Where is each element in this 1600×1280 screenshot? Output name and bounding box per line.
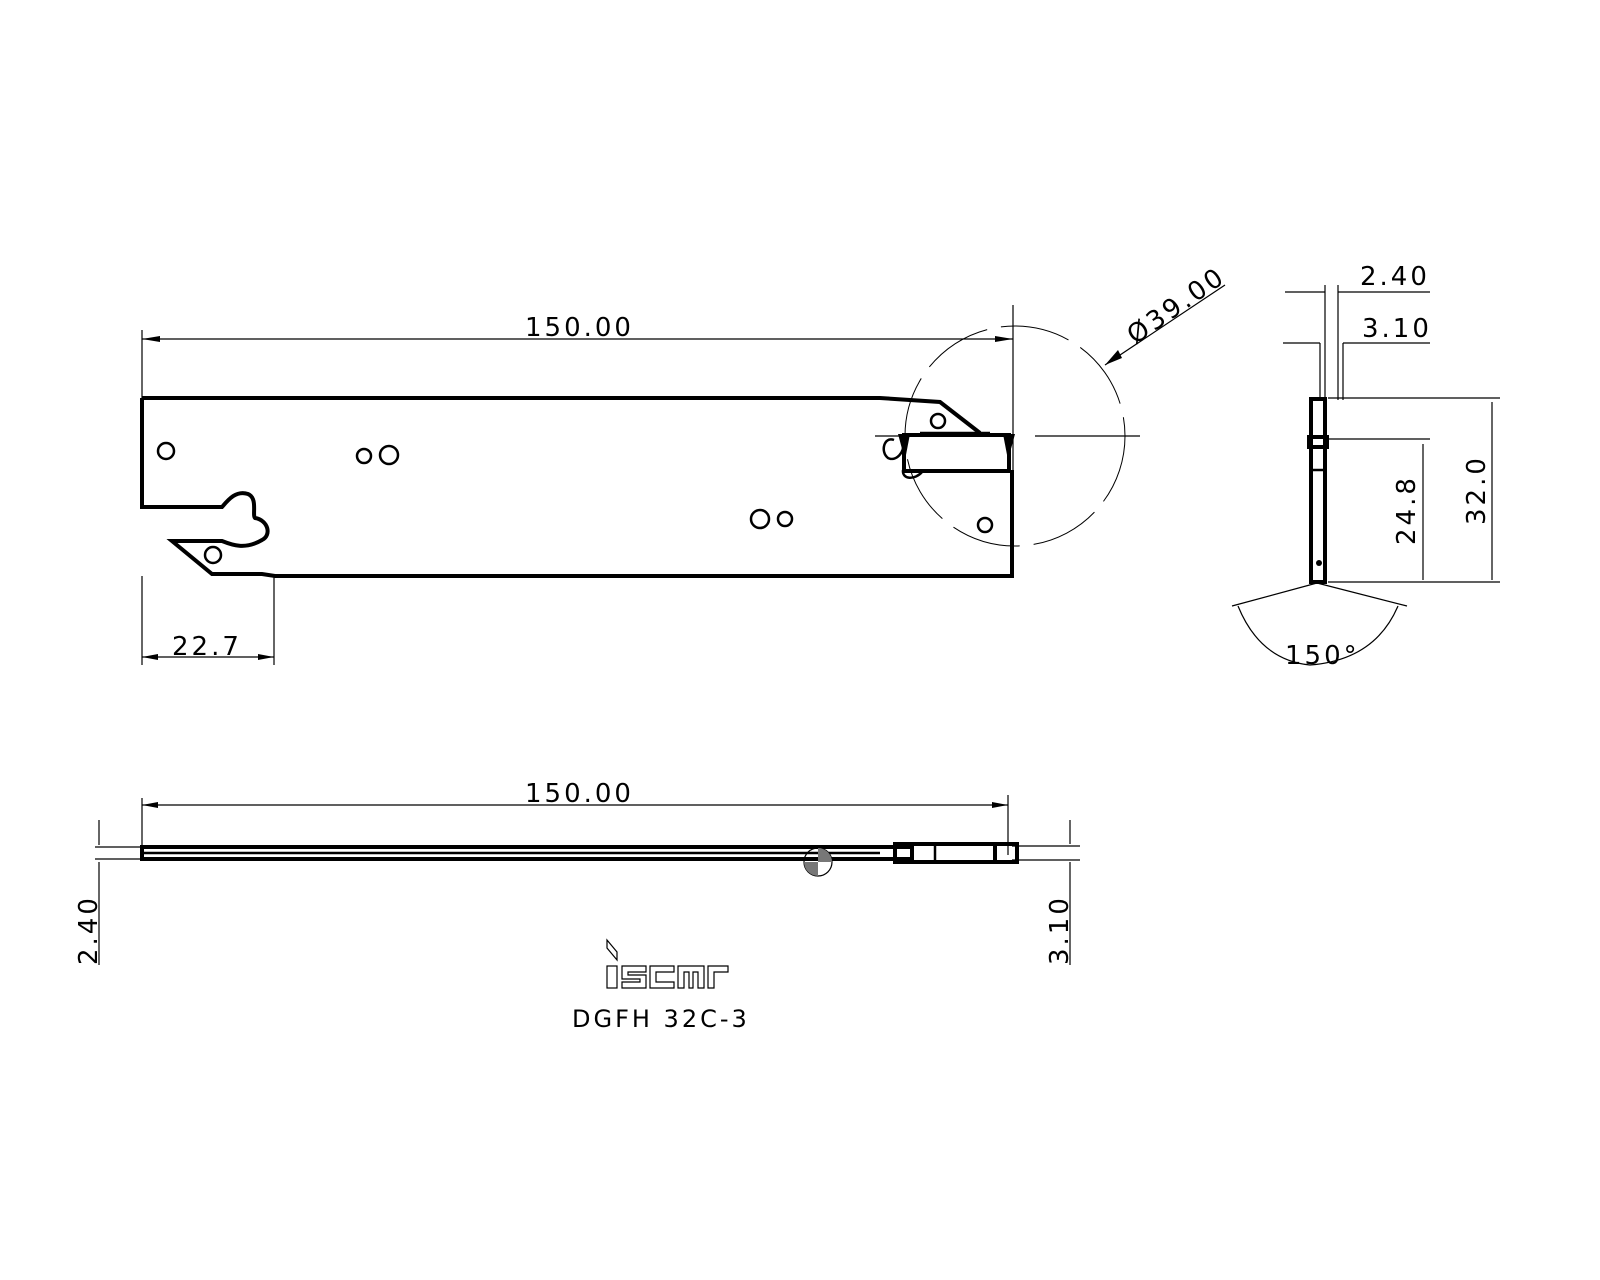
swing-diameter-dim: Ø39.00 <box>1122 261 1232 350</box>
insert-offset-dim: 22.7 <box>172 632 242 662</box>
top-insert-width-dim: 3.10 <box>1045 895 1075 965</box>
end-blade-width-dim: 2.40 <box>1360 262 1430 292</box>
top-length-dim: 150.00 <box>525 779 634 809</box>
end-angle-dim: 150° <box>1285 641 1360 671</box>
part-number: DGFH 32C-3 <box>572 1005 750 1033</box>
side-length-dim: 150.00 <box>525 313 634 343</box>
insert <box>902 433 1011 473</box>
end-insert-width-dim: 3.10 <box>1362 314 1432 344</box>
end-total-height-dim: 32.0 <box>1462 455 1492 525</box>
iscar-logo <box>606 938 729 989</box>
end-blade <box>1309 397 1327 584</box>
side-view: 150.00 Ø39.00 22.7 <box>140 261 1232 665</box>
blade-outline <box>140 396 1014 578</box>
end-view: 2.40 3.10 24.8 32.0 150° <box>1231 262 1500 671</box>
top-view: 150.00 2.40 3.10 <box>74 779 1080 965</box>
end-height-insert-dim: 24.8 <box>1392 475 1422 545</box>
top-blade-width-dim: 2.40 <box>74 895 104 965</box>
